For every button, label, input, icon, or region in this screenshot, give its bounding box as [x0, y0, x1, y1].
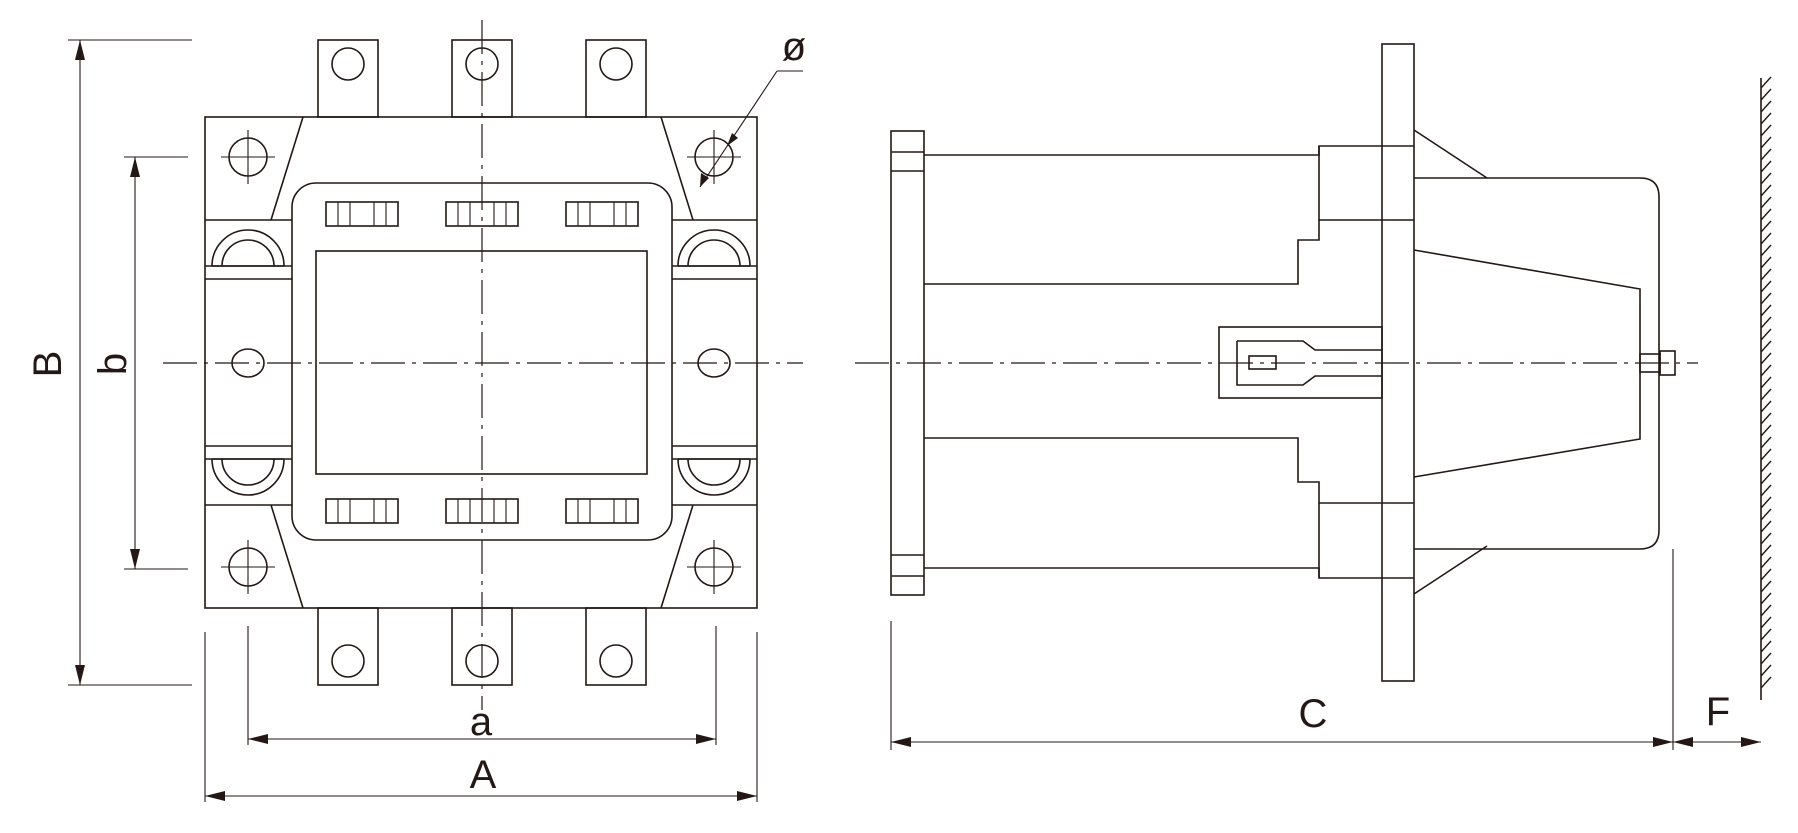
dimension-b-label: b	[91, 353, 135, 375]
wall-hatch-line	[1760, 88, 1772, 101]
wall-hatch-line	[1760, 148, 1772, 161]
wall-hatch-line	[1760, 580, 1772, 593]
wall-hatch-line	[1760, 676, 1772, 689]
wall-hatch-line	[1760, 280, 1772, 293]
wall-hatch-line	[1760, 664, 1772, 677]
wall-hatch-line	[1760, 76, 1772, 89]
dimension-F-label: F	[1706, 690, 1730, 734]
mounting-wall	[1760, 76, 1772, 700]
wall-hatch-line	[1760, 196, 1772, 209]
mounting-holes	[220, 129, 742, 595]
wall-hatch-line	[1760, 340, 1772, 353]
wall-hatch-line	[1760, 556, 1772, 569]
wall-hatch-line	[1760, 244, 1772, 257]
front-view: ø	[163, 20, 806, 710]
wall-hatch-line	[1760, 496, 1772, 509]
wall-hatch-line	[1760, 292, 1772, 305]
wall-hatch-line	[1760, 352, 1772, 365]
wall-hatch-line	[1760, 436, 1772, 449]
wall-hatch-line	[1760, 256, 1772, 269]
side-view	[855, 43, 1698, 682]
wall-hatch-line	[1760, 520, 1772, 533]
wall-hatch-line	[1760, 388, 1772, 401]
wall-hatch-line	[1760, 160, 1772, 173]
wall-hatch-line	[1760, 364, 1772, 377]
wall-hatch-line	[1760, 208, 1772, 221]
wall-hatch-line	[1760, 592, 1772, 605]
front-dimensions: B b a A	[26, 39, 758, 802]
wall-hatch-line	[1760, 136, 1772, 149]
wall-hatch-line	[1760, 604, 1772, 617]
wall-hatch-line	[1760, 268, 1772, 281]
wall-hatch-line	[1760, 112, 1772, 125]
wall-hatch-line	[1760, 532, 1772, 545]
wall-hatch-line	[1760, 124, 1772, 137]
diameter-label: ø	[782, 25, 806, 69]
wall-hatch-line	[1760, 568, 1772, 581]
wall-hatch-line	[1760, 376, 1772, 389]
wall-hatch-line	[1760, 232, 1772, 245]
wall-hatch-line	[1760, 100, 1772, 113]
wall-hatch-line	[1760, 304, 1772, 317]
wall-hatch-line	[1760, 544, 1772, 557]
wall-hatch-line	[1760, 448, 1772, 461]
dimension-C-label: C	[1299, 692, 1328, 736]
side-dimensions: C F	[890, 549, 1761, 750]
wall-hatch-line	[1760, 640, 1772, 653]
wall-hatch-line	[1760, 400, 1772, 413]
wall-hatch-line	[1760, 484, 1772, 497]
dimension-B-label: B	[26, 351, 70, 378]
wall-hatch-line	[1760, 616, 1772, 629]
wall-hatch-line	[1760, 220, 1772, 233]
wall-hatch-line	[1760, 460, 1772, 473]
wall-hatch-line	[1760, 424, 1772, 437]
wall-hatch-line	[1760, 472, 1772, 485]
wall-hatch-line	[1760, 508, 1772, 521]
wall-hatch-line	[1760, 652, 1772, 665]
wall-hatch-line	[1760, 412, 1772, 425]
dimension-A-label: A	[470, 753, 497, 797]
wall-hatch-line	[1760, 628, 1772, 641]
wall-hatch-line	[1760, 184, 1772, 197]
dimension-a-label: a	[470, 700, 493, 744]
wall-hatch-line	[1760, 328, 1772, 341]
wall-hatch-line	[1760, 172, 1772, 185]
wall-hatch-line	[1760, 316, 1772, 329]
